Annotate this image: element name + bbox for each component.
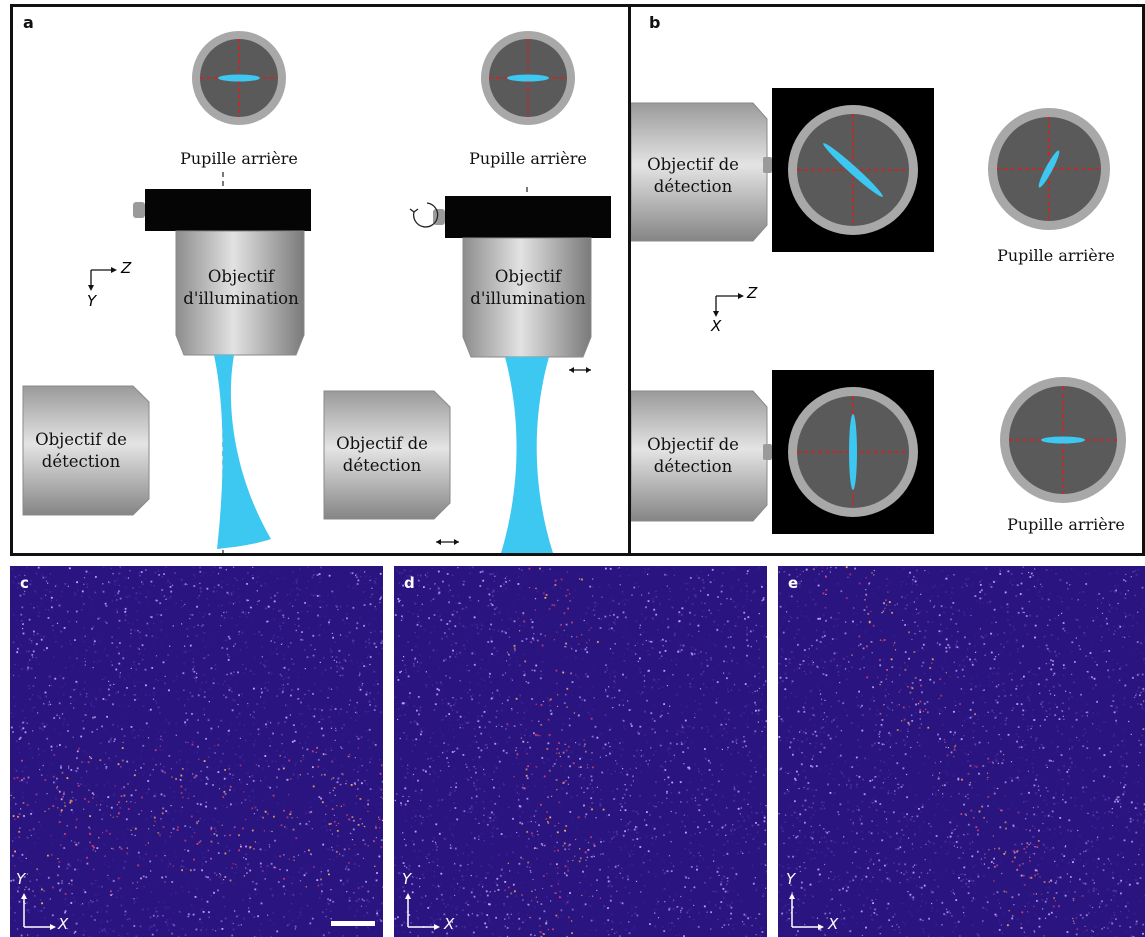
scale-bar — [331, 921, 375, 926]
illumination-objective-right-label: Objectif d'illumination — [466, 266, 590, 310]
panel-letter-d: d — [404, 574, 415, 592]
detection-objective-bottom — [631, 390, 772, 522]
panel-letter-a: a — [23, 13, 34, 32]
camera-view-bottom — [772, 370, 934, 534]
panel-a: a — [10, 4, 631, 556]
illumination-objective-left-label: Objectif d'illumination — [179, 266, 303, 310]
pupil-top-label: Pupille arrière — [997, 246, 1115, 265]
illumination-objective-left — [133, 172, 311, 553]
label-line: d'illumination — [183, 289, 299, 308]
axis-label-x: X — [58, 915, 69, 933]
pupil-left-icon — [192, 31, 286, 125]
label-line: détection — [653, 177, 733, 196]
camera-view-top — [772, 88, 934, 252]
detection-objective-left — [22, 385, 150, 516]
axes-xy-indicator — [789, 893, 824, 930]
micrograph-e: e Y X — [778, 566, 1145, 937]
label-line: détection — [653, 457, 733, 476]
label-line: Objectif — [207, 267, 275, 286]
label-line: Objectif de — [35, 430, 127, 449]
axis-label-x: X — [711, 317, 722, 335]
axes-xy-indicator — [405, 893, 440, 930]
detection-objective-right — [323, 390, 459, 545]
pupil-right-label: Pupille arrière — [469, 149, 587, 168]
label-line: d'illumination — [470, 289, 586, 308]
axes-zy-indicator — [88, 267, 117, 291]
axis-label-z: Z — [121, 259, 132, 277]
panel-letter-e: e — [788, 574, 799, 592]
panel-letter-c: c — [20, 574, 29, 592]
pupil-left-label: Pupille arrière — [180, 149, 298, 168]
panel-b: b — [631, 4, 1145, 556]
pupil-right-icon — [481, 31, 575, 125]
label-line: Objectif — [494, 267, 562, 286]
panel-letter-b: b — [649, 13, 661, 32]
micrograph-d: d Y X — [394, 566, 767, 937]
detection-objective-bottom-label: Objectif de détection — [637, 434, 749, 478]
axis-label-y: Y — [786, 870, 796, 888]
axis-label-y: Y — [16, 870, 26, 888]
axes-zx-indicator — [713, 293, 744, 317]
detection-objective-top-label: Objectif de détection — [637, 154, 749, 198]
label-line: détection — [41, 452, 121, 471]
pupil-bottom-icon — [1000, 377, 1126, 503]
label-line: détection — [342, 456, 422, 475]
micrograph-e-image — [778, 566, 1145, 937]
axis-label-x: X — [828, 915, 839, 933]
axes-xy-indicator — [21, 893, 56, 930]
axis-label-y: Y — [87, 292, 97, 310]
label-line: Objectif de — [647, 435, 739, 454]
detection-objective-left-label: Objectif de détection — [25, 429, 137, 473]
micrograph-c: c Y X — [10, 566, 383, 937]
axis-label-x: X — [444, 915, 455, 933]
label-line: Objectif de — [647, 155, 739, 174]
axis-label-y: Y — [402, 870, 412, 888]
detection-objective-right-label: Objectif de détection — [326, 433, 438, 477]
pupil-top-icon — [988, 108, 1110, 230]
panel-a-diagram — [22, 31, 611, 553]
panel-b-diagram — [631, 88, 1126, 534]
axis-label-z: Z — [747, 284, 758, 302]
pupil-bottom-label: Pupille arrière — [1007, 515, 1125, 534]
micrograph-d-image — [394, 566, 767, 937]
illumination-objective-right — [409, 187, 611, 553]
micrograph-c-image — [10, 566, 383, 937]
label-line: Objectif de — [336, 434, 428, 453]
detection-objective-top — [631, 102, 772, 242]
